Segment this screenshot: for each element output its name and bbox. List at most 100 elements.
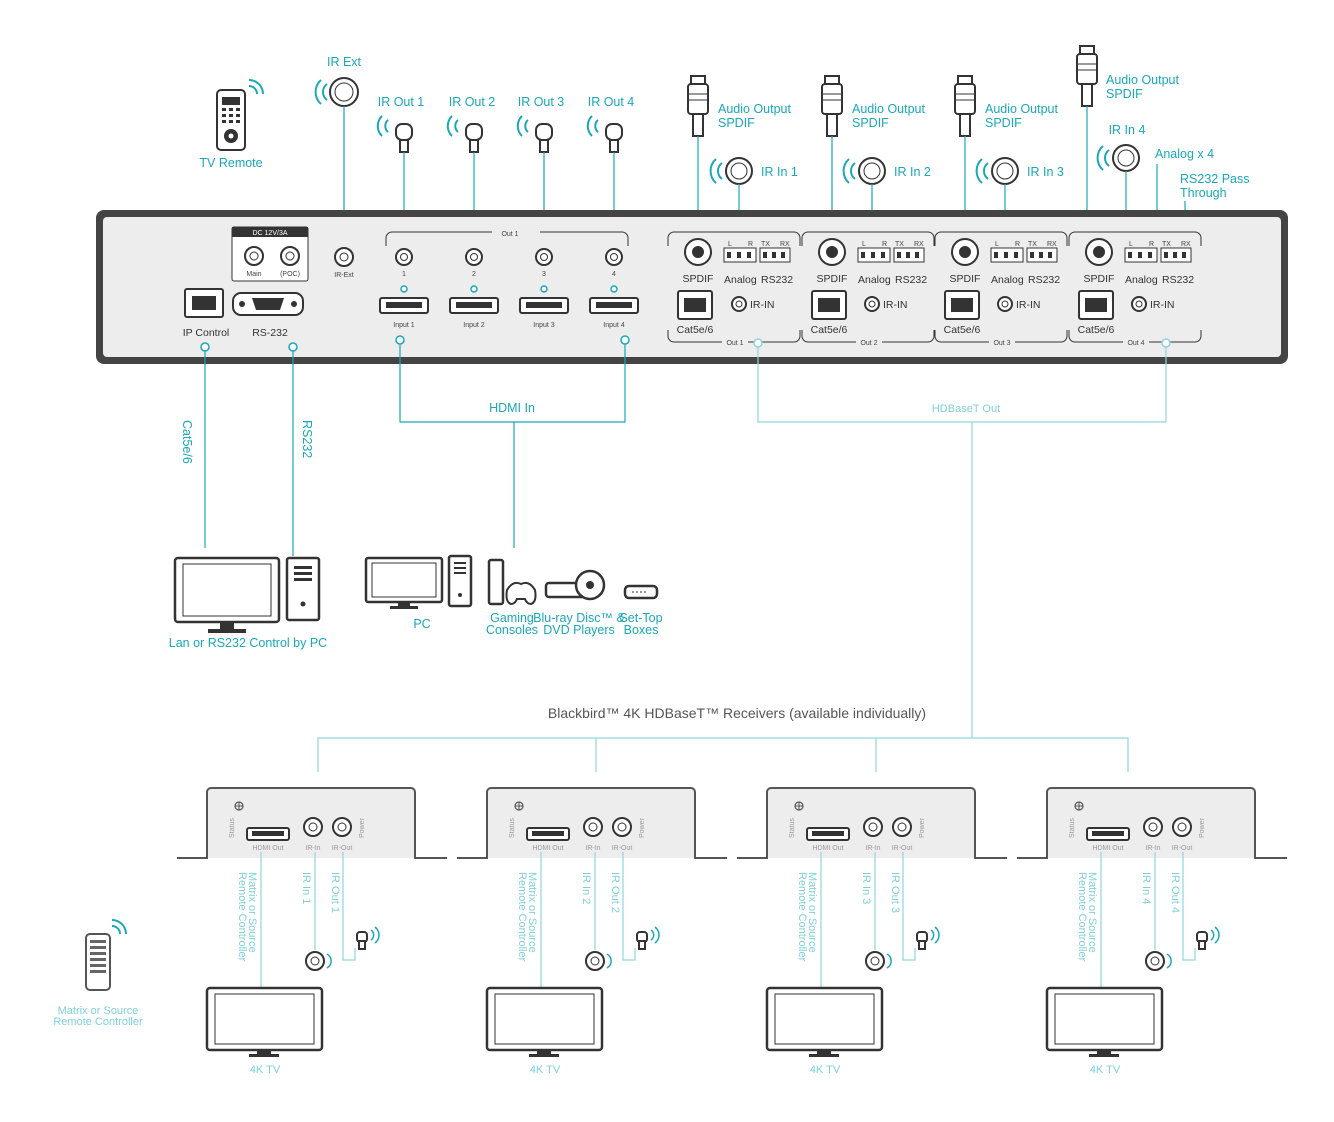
svg-text:Out 1: Out 1 [726, 340, 743, 347]
svg-text:Status: Status [509, 818, 516, 838]
svg-text:IR In 2: IR In 2 [580, 872, 592, 904]
svg-text:IR-Out: IR-Out [612, 845, 633, 852]
svg-text:PC: PC [413, 617, 430, 631]
svg-text:Blu-ray Disc™ &: Blu-ray Disc™ & [533, 611, 625, 625]
ir-in-4-label: IR In 4 [1109, 123, 1146, 137]
receiver-1: Status HDMI Out IR-In IR-Out Power Matri… [177, 787, 447, 1076]
out-num-1: 1 [402, 271, 406, 278]
svg-text:RS232: RS232 [895, 274, 927, 286]
svg-text:IR In 3: IR In 3 [860, 872, 872, 904]
svg-text:L: L [995, 241, 999, 248]
svg-text:HDMI Out: HDMI Out [812, 845, 843, 852]
wifi-icon [248, 79, 264, 95]
input-1-label: Input 1 [393, 322, 415, 329]
audio-label-3a: Audio Output [985, 102, 1058, 116]
svg-text:HDMI Out: HDMI Out [532, 845, 563, 852]
svg-text:RX: RX [780, 241, 790, 248]
svg-text:RS232: RS232 [1162, 274, 1194, 286]
analog-x4-label: Analog x 4 [1155, 147, 1214, 161]
svg-text:Analog: Analog [858, 274, 891, 286]
zone-out-3: Out 3 SPDIF L R TX RX Analog RS232 Cat5e… [934, 231, 1068, 347]
svg-text:IR-In: IR-In [585, 845, 600, 852]
svg-text:Out 3: Out 3 [993, 340, 1010, 347]
control-pc: Lan or RS232 Control by PC [169, 556, 327, 650]
svg-text:Matrix or Source: Matrix or Source [806, 872, 818, 953]
svg-text:Set-Top: Set-Top [619, 611, 662, 625]
receiver-3: Status HDMI Out IR-In IR-Out Power Matri… [737, 787, 1007, 1076]
svg-text:Status: Status [1069, 818, 1076, 838]
ir-out-2-label: IR Out 2 [449, 95, 496, 109]
svg-text:4K TV: 4K TV [810, 1064, 841, 1076]
svg-text:IR Out 2: IR Out 2 [609, 872, 621, 913]
svg-text:TX: TX [1162, 241, 1171, 248]
tv-remote: TV Remote [199, 79, 264, 170]
svg-text:Status: Status [789, 818, 796, 838]
power-rating: DC 12V/3A [252, 230, 287, 237]
hdbaset-out-label: HDBaseT Out [932, 403, 1000, 415]
connection-wires [200, 335, 1171, 772]
svg-text:Analog: Analog [1125, 274, 1158, 286]
wifi-icon [111, 919, 127, 935]
bluray-player: Blu-ray Disc™ & DVD Players [533, 569, 625, 637]
svg-text:RX: RX [1181, 241, 1191, 248]
gamepad-icon [505, 581, 537, 606]
audio-label-1b: SPDIF [718, 116, 755, 130]
pc-source: PC [364, 554, 473, 631]
zone-out-2: Out 2 SPDIF L R TX RX Analog RS232 Cat5e… [801, 231, 935, 347]
svg-text:IR-IN: IR-IN [750, 299, 775, 311]
svg-text:IR Out 1: IR Out 1 [329, 872, 341, 913]
ir-ext-sensor: IR Ext [314, 55, 362, 231]
ir-in-2-label: IR In 2 [894, 165, 931, 179]
rs232-label: RS-232 [252, 327, 288, 339]
svg-text:Boxes: Boxes [624, 623, 659, 637]
zone-out-4: Out 4 SPDIF L R TX RX Analog RS232 Cat5e… [1068, 231, 1202, 347]
svg-text:TX: TX [895, 241, 904, 248]
svg-text:R: R [748, 241, 753, 248]
out-num-4: 4 [612, 271, 616, 278]
svg-text:IR In 1: IR In 1 [300, 872, 312, 904]
svg-text:Matrix or Source: Matrix or Source [526, 872, 538, 953]
svg-text:SPDIF: SPDIF [1084, 273, 1115, 285]
svg-text:R: R [1149, 241, 1154, 248]
ir-ext-label: IR Ext [327, 55, 362, 69]
svg-text:Cat5e/6: Cat5e/6 [811, 324, 848, 336]
input-3-label: Input 3 [533, 322, 555, 329]
gaming-console: Gaming Consoles [486, 558, 538, 637]
svg-text:RS232: RS232 [761, 274, 793, 286]
svg-text:IR-Out: IR-Out [892, 845, 913, 852]
svg-text:Cat5e/6: Cat5e/6 [944, 324, 981, 336]
ir-in-3-label: IR In 3 [1027, 165, 1064, 179]
audio-label-2b: SPDIF [852, 116, 889, 130]
ir-in-1-label: IR In 1 [761, 165, 798, 179]
svg-text:IR In 4: IR In 4 [1140, 872, 1152, 904]
out-group-label: Out 1 [501, 231, 518, 238]
matrix-remote: Matrix or Source Remote Controller [53, 919, 143, 1028]
ir-emitter-icon [586, 115, 623, 153]
tv-icon [205, 986, 324, 1052]
tv-remote-label: TV Remote [199, 156, 262, 170]
svg-text:IR-Out: IR-Out [332, 845, 353, 852]
svg-text:TX: TX [761, 241, 770, 248]
out-num-3: 3 [542, 271, 546, 278]
svg-text:Remote Controller: Remote Controller [236, 872, 248, 962]
svg-text:Power: Power [1199, 817, 1206, 838]
pc-control-label: Lan or RS232 Control by PC [169, 636, 327, 650]
svg-text:IR-In: IR-In [1145, 845, 1160, 852]
svg-text:L: L [1129, 241, 1133, 248]
svg-text:Power: Power [919, 817, 926, 838]
svg-text:R: R [1015, 241, 1020, 248]
zone-out-1: Out 1 SPDIF L R TX RX Analog RS232 Cat5e… [667, 231, 801, 347]
svg-text:HDMI Out: HDMI Out [252, 845, 283, 852]
audio-label-4b: SPDIF [1106, 87, 1143, 101]
receivers: Status HDMI Out IR-In IR-Out Power Matri… [177, 787, 1287, 1076]
audio-outputs: Audio Output SPDIF Audio Output SPDIF Au… [687, 45, 1179, 231]
cat-cable-label: Cat5e/6 [180, 420, 194, 464]
svg-text:IR Out 3: IR Out 3 [889, 872, 901, 913]
hdmi-in-label: HDMI In [489, 401, 535, 415]
audio-label-4a: Audio Output [1106, 73, 1179, 87]
input-4-label: Input 4 [603, 322, 625, 329]
power-main-label: Main [246, 271, 261, 278]
hdmi-port-icon [379, 297, 429, 314]
svg-text:SPDIF: SPDIF [950, 273, 981, 285]
